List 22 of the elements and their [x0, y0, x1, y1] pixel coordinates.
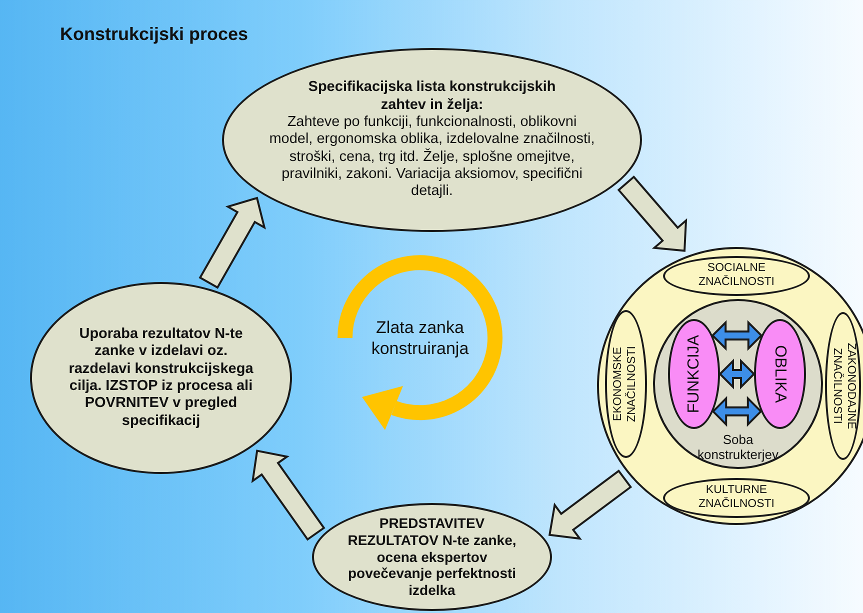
node-text: PREDSTAVITEV REZULTATOV N-te zanke, ocena ekspertov povečevanje perfektnosti izdelka [346, 515, 518, 599]
ellipse-shape [825, 312, 861, 460]
diagram-title: Konstrukcijski proces [60, 24, 248, 45]
node-text: ZAKONODAJNE ZNAČILNOSTI [830, 342, 857, 432]
block-arrow [617, 175, 688, 252]
node-text: Uporaba rezultatov N-te zanke v izdelavi oz. razdelavi konstrukcijskega cilja. IZSTOP iz procesa ali POVRNITEV v pregled specifikacij [68, 326, 254, 430]
block-arrow [712, 396, 762, 427]
node-text: Soba konstrukterjev [696, 432, 780, 463]
node-text: KULTURNE ZNAČILNOSTI [697, 484, 776, 512]
node-text: SOCIALNE ZNAČILNOSTI [697, 262, 776, 290]
node-text: FUNKCIJA [684, 334, 704, 416]
block-arrow [548, 470, 632, 540]
block-arrow [198, 196, 266, 289]
block-arrow [251, 450, 326, 541]
cycle-label: Zlata zanka konstruiranja [370, 317, 470, 360]
ellipse-shape [754, 319, 806, 429]
node-text: OBLIKA [770, 344, 790, 405]
node-text: EKONOMSKE ZNAČILNOSTI [612, 344, 639, 424]
block-arrow [711, 320, 763, 351]
node-text: Zahteve po funkciji, funkcionalnosti, oblikovni model, ergonomska oblika, izdelovalne značilnosti, stroški, cena, trg itd. Želje, splošne omejitve, pravilniki, zakoni. Variacija aksiomov, specifični detajli. [268, 114, 596, 201]
block-arrow [718, 358, 756, 390]
node-text: Specifikacijska lista konstrukcijskih zahtev in želja: [307, 79, 557, 114]
